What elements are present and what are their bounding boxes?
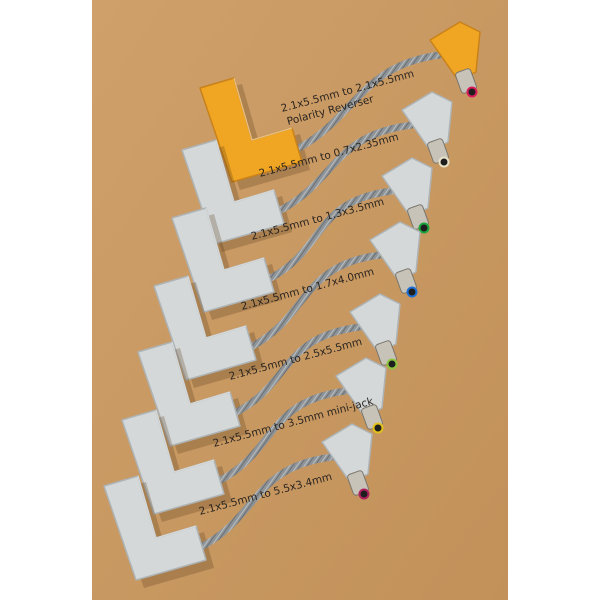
angle-head	[321, 423, 373, 483]
angle-head	[349, 293, 401, 353]
angle-head	[381, 157, 433, 217]
tip-color-ring	[466, 86, 478, 98]
angle-head	[401, 91, 453, 151]
tip-color-ring	[406, 286, 418, 298]
braided-cable	[195, 453, 336, 552]
tip-color-ring	[358, 488, 370, 500]
tip-color-ring	[418, 222, 430, 234]
angle-head	[429, 21, 481, 81]
braided-cable	[213, 387, 350, 486]
angle-head	[335, 357, 387, 417]
tip-color-ring	[438, 156, 450, 168]
braided-cable	[273, 121, 416, 216]
braided-cable	[245, 251, 384, 352]
braided-cable	[229, 323, 364, 418]
braided-cable	[263, 187, 396, 284]
tip-color-ring	[372, 422, 384, 434]
tip-color-ring	[386, 358, 398, 370]
braided-cable	[291, 51, 444, 154]
angle-head	[369, 221, 421, 281]
